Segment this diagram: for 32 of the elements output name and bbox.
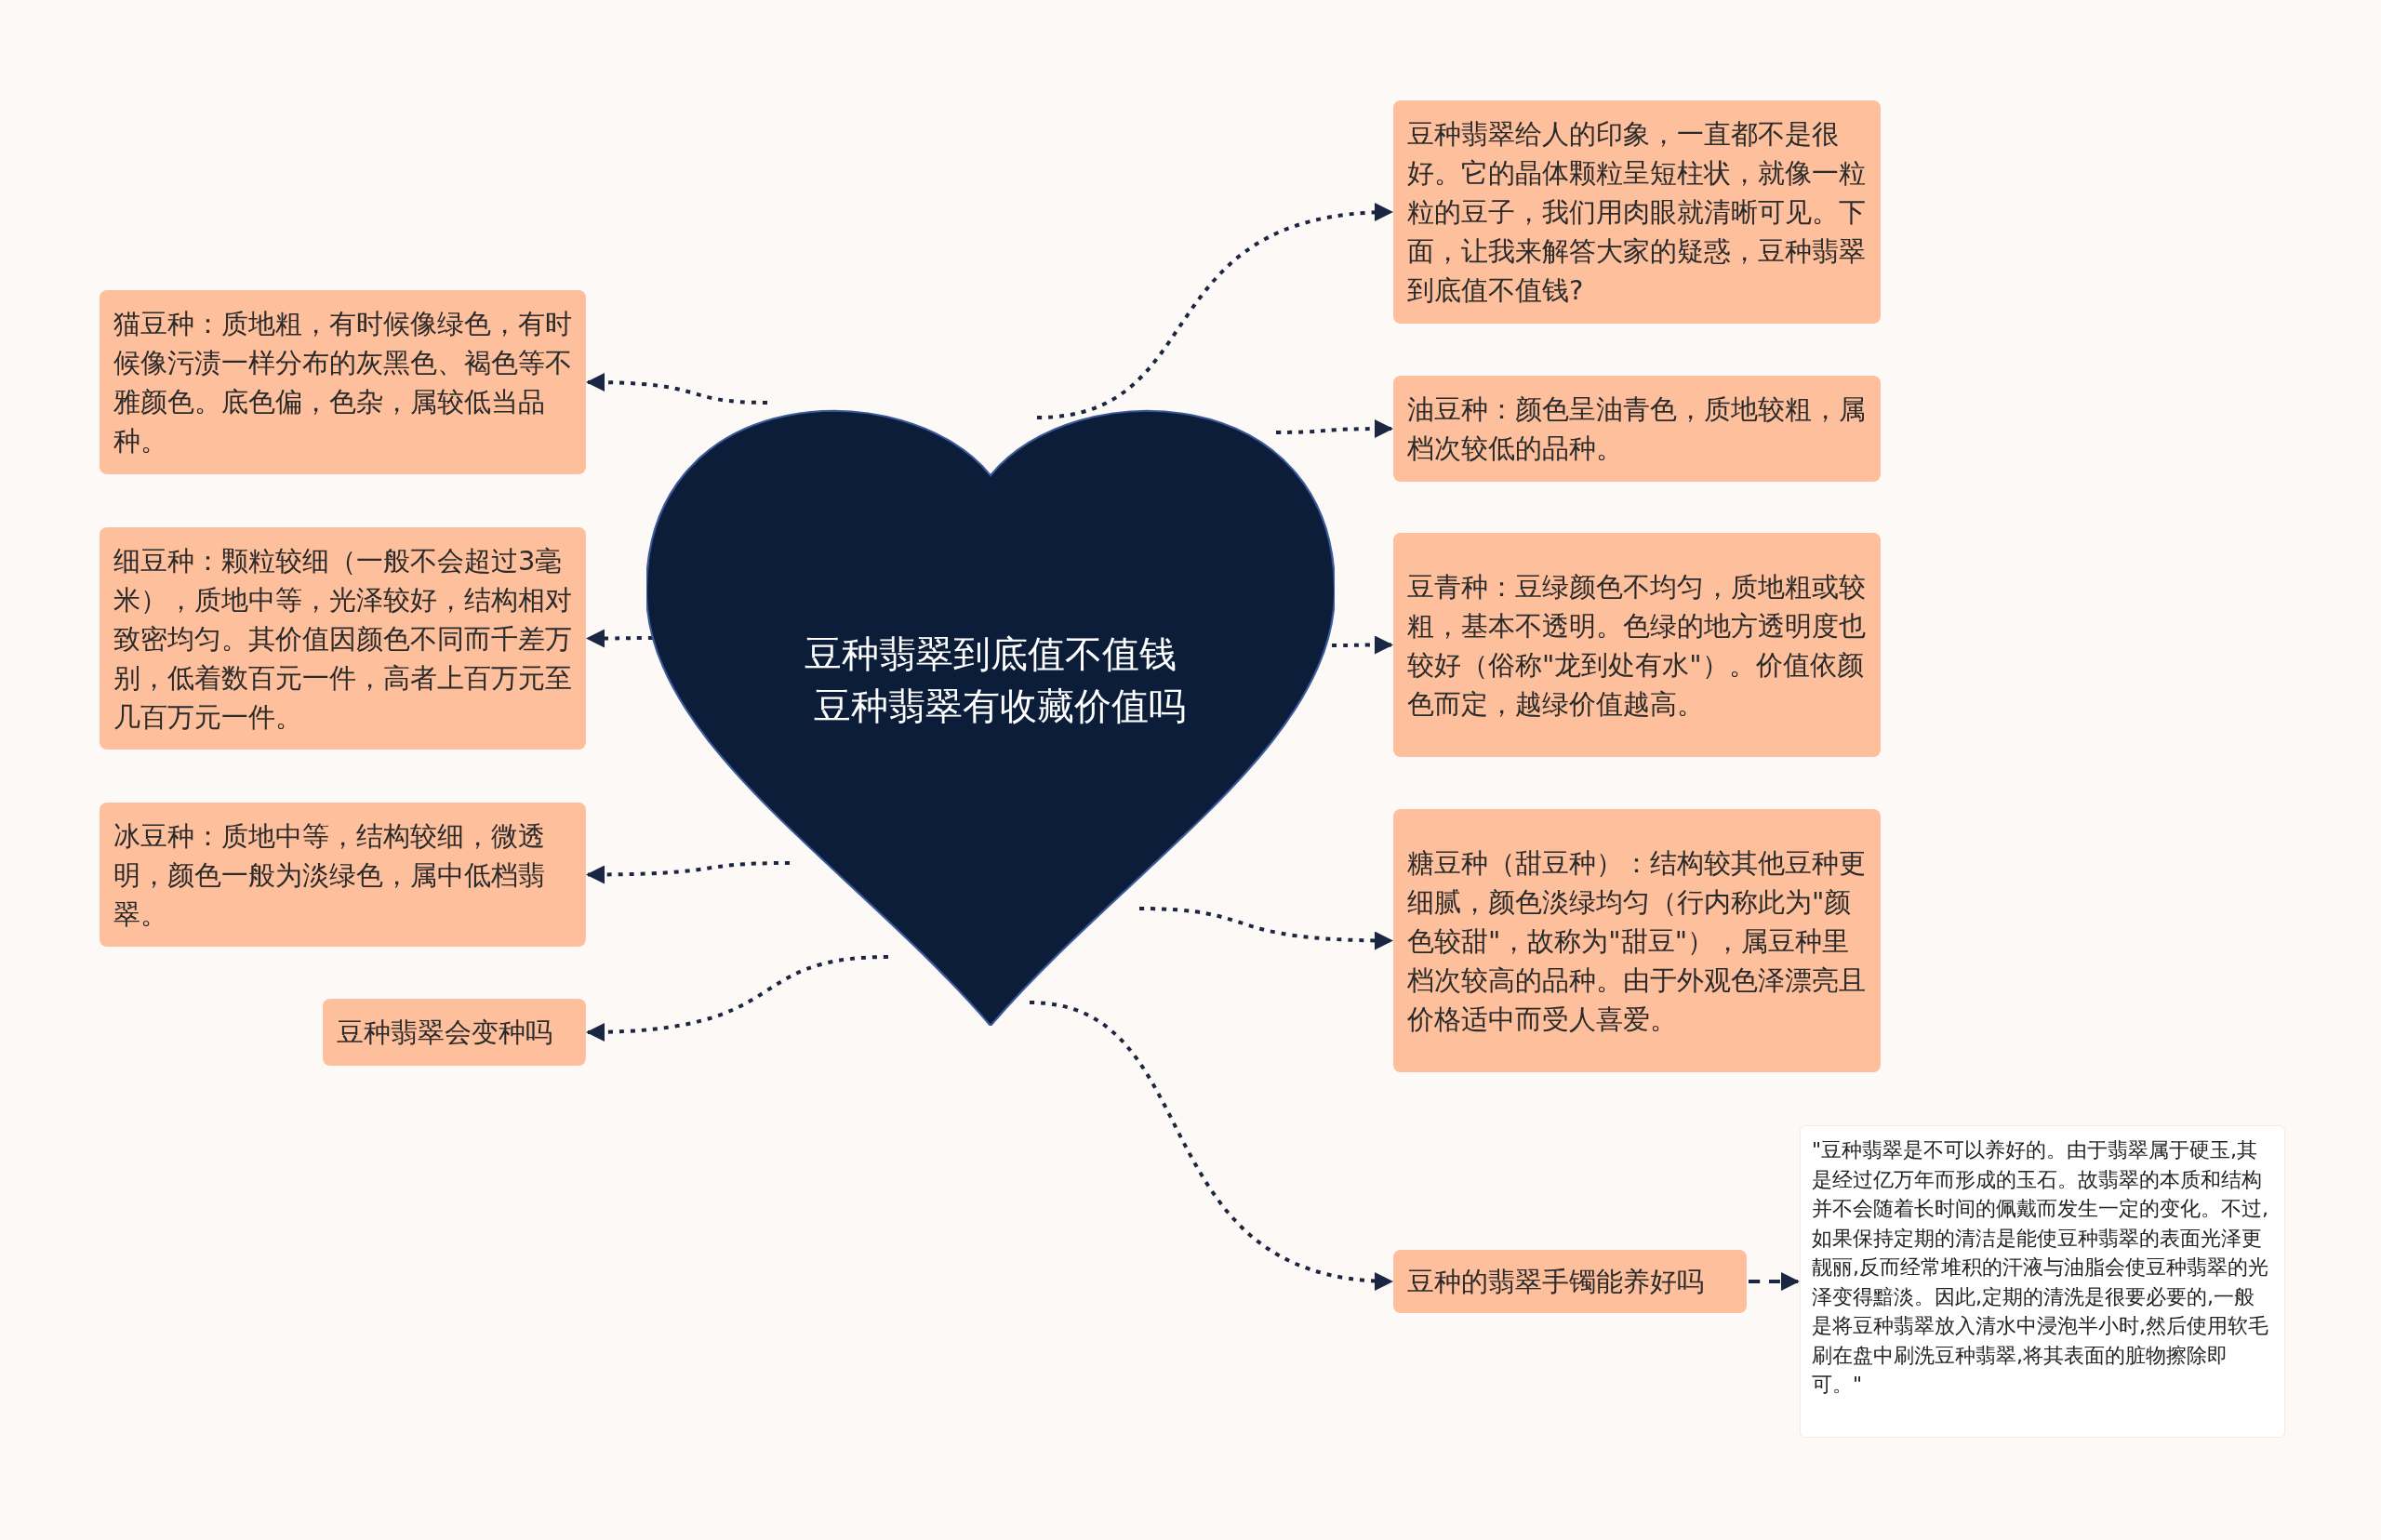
topic-box <box>1393 533 1881 757</box>
topic-box <box>100 290 586 474</box>
topic-text: 细豆种：颗粒较细（一般不会超过3毫米），质地中等，光泽较好，结构相对致密均匀。其价值因颜色不同而千差万别，低着数百元一件，高者上百万元至几百万元一件。 <box>113 543 572 735</box>
dashed-arrow <box>586 955 889 1042</box>
dashed-arrow <box>1332 635 1393 655</box>
dashed-arrow <box>1749 1272 1800 1291</box>
topic-text: 豆种翡翠会变种吗 <box>337 1016 553 1050</box>
dashed-arrow <box>586 629 653 648</box>
topic-box <box>100 527 586 750</box>
dashed-arrow <box>586 373 768 405</box>
topic-box <box>1393 100 1881 324</box>
dashed-arrow <box>1276 419 1393 439</box>
topic-text: 豆青种：豆绿颜色不均匀，质地粗或较粗，基本不透明。色绿的地方透明度也较好（俗称"龙到处有水"）。价值依颜色而定，越绿价值越高。 <box>1407 569 1867 722</box>
topic-box <box>1393 376 1881 482</box>
topic-text: 豆种翡翠给人的印象，一直都不是很好。它的晶体颗粒呈短柱状，就像一粒粒的豆子，我们用肉眼就清晰可见。下面，让我来解答大家的疑惑，豆种翡翠到底值不值钱? <box>1407 117 1867 308</box>
topic-text: 豆种的翡翠手镯能养好吗 <box>1407 1265 1705 1299</box>
topic-box <box>1393 809 1881 1072</box>
topic-text: 冰豆种：质地中等，结构较细，微透明，颜色一般为淡绿色，属中低档翡翠。 <box>113 818 546 932</box>
dashed-arrow <box>1036 204 1393 419</box>
central-topic: 豆种翡翠有收藏价值吗 <box>813 684 1186 729</box>
topic-text: 糖豆种（甜豆种）：结构较其他豆种更细腻，颜色淡绿均匀（行内称此为"颜色较甜"，故称为"甜豆"），属豆种里档次较高的品种。由于外观色泽漂亮且价格适中而受人喜爱。 <box>1407 845 1867 1037</box>
dashed-arrow <box>1029 1001 1393 1290</box>
dashed-arrow <box>586 861 791 884</box>
topic-box <box>323 999 586 1066</box>
topic-text: 油豆种：颜色呈油青色，质地较粗，属档次较低的品种。 <box>1407 392 1867 466</box>
dashed-arrow <box>1138 907 1393 950</box>
topic-box <box>100 803 586 947</box>
central-topic: 豆种翡翠到底值不值钱 <box>805 631 1177 677</box>
note-text: "豆种翡翠是不可以养好的。由于翡翠属于硬玉,其是经过亿万年而形成的玉石。故翡翠的本质和结构并不会随着长时间的佩戴而发生一定的变化。不过,如果保持定期的清洁是能使豆种翡翠的表面光泽更靓丽,反而经常堆积的汗液与油脂会使豆种翡翠的光泽变得黯淡。因此,定期的清洗是很要必要的,一般是将豆种翡翠放入清水中浸泡半小时,然后使用软毛刷在盘中刷洗豆种翡翠,将其表面的脏物擦除即可。" <box>1812 1137 2269 1398</box>
note-card <box>1800 1125 2285 1438</box>
topic-text: 猫豆种：质地粗，有时候像绿色，有时候像污渍一样分布的灰黑色、褐色等不雅颜色。底色偏，色杂，属较低当品种。 <box>113 307 572 458</box>
topic-box <box>1393 1250 1747 1313</box>
